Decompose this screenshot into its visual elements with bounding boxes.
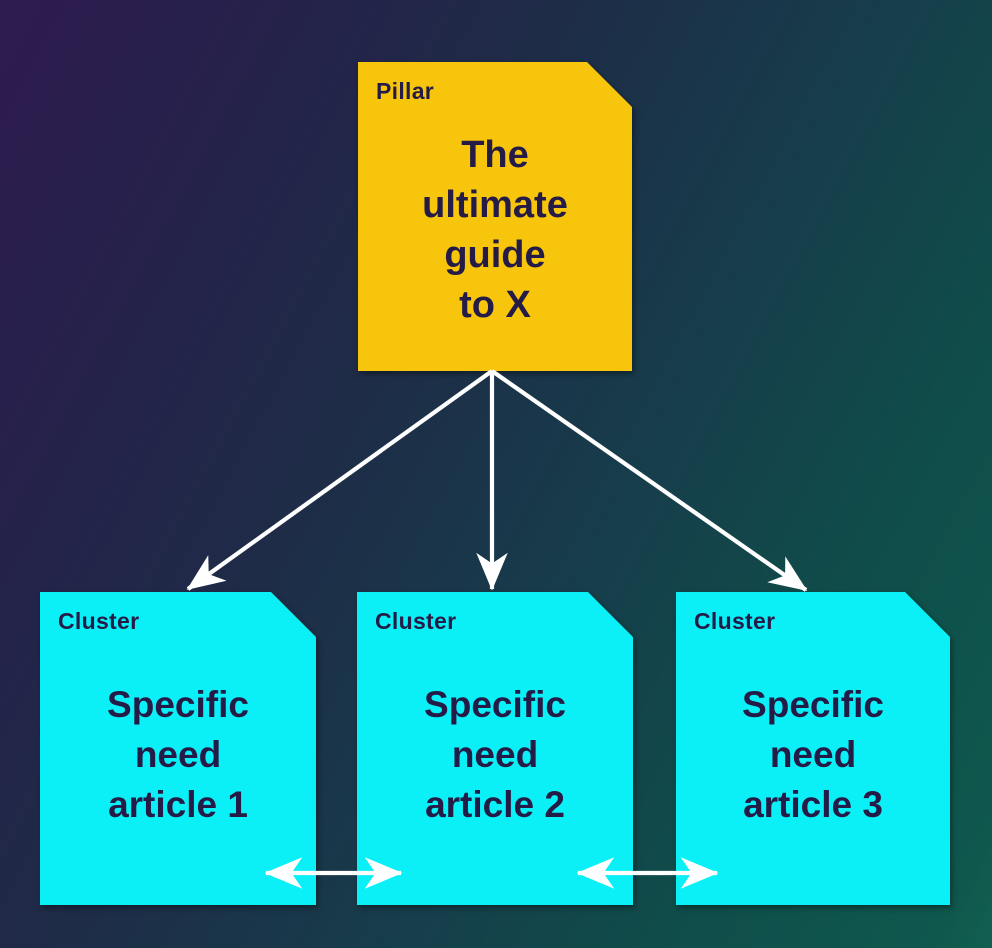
arrow-pillar-to-cluster-3: [490, 369, 808, 592]
cluster-1-type-label: Cluster: [58, 608, 140, 634]
cluster-2-title: Specific need article 2: [424, 684, 566, 825]
arrow-pillar-to-cluster-1: [186, 369, 494, 591]
pillar-card-shape: Pillar The ultimate guide to X: [358, 62, 632, 371]
cluster-card-2-shape: Cluster Specific need article 2: [357, 592, 633, 905]
pillar-card: Pillar The ultimate guide to X: [358, 62, 632, 371]
pillar-title: The ultimate guide to X: [422, 134, 568, 326]
cluster-3-title: Specific need article 3: [742, 684, 884, 825]
cluster-3-type-label: Cluster: [694, 608, 776, 634]
cluster-card-1: Cluster Specific need article 1: [40, 592, 316, 905]
cluster-card-3: Cluster Specific need article 3: [676, 592, 950, 905]
pillar-type-label: Pillar: [376, 78, 435, 104]
cluster-card-3-shape: Cluster Specific need article 3: [676, 592, 950, 905]
cluster-card-1-shape: Cluster Specific need article 1: [40, 592, 316, 905]
cluster-2-type-label: Cluster: [375, 608, 457, 634]
cluster-card-2: Cluster Specific need article 2: [357, 592, 633, 905]
cluster-1-title: Specific need article 1: [107, 684, 249, 825]
